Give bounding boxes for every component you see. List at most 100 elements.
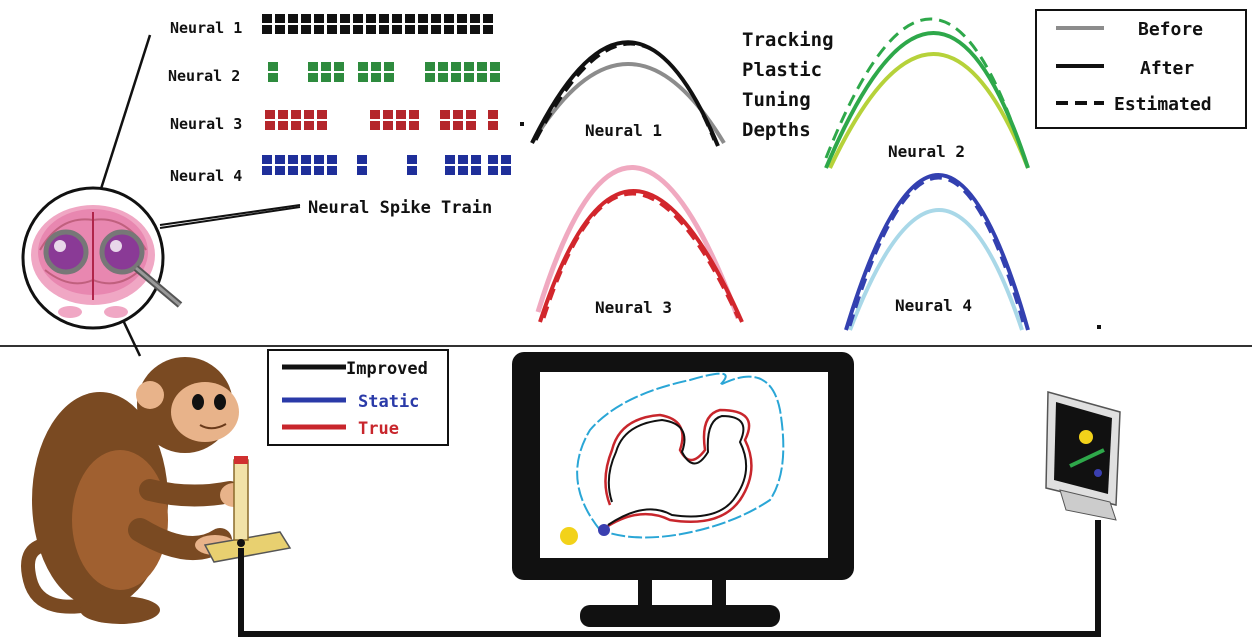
- cursor-dot: [598, 524, 610, 536]
- spike-block: [340, 25, 350, 34]
- spike-block: [366, 14, 376, 23]
- spike-block: [425, 73, 435, 82]
- spike-block: [431, 25, 441, 34]
- spike-block: [317, 121, 327, 130]
- spike-block: [371, 73, 381, 82]
- spike-block: [262, 166, 272, 175]
- spike-block: [278, 121, 288, 130]
- spike-block: [288, 14, 298, 23]
- spike-block: [392, 14, 402, 23]
- spike-block: [501, 166, 511, 175]
- spike-block: [379, 25, 389, 34]
- spike-block: [353, 14, 363, 23]
- spike-block: [327, 155, 337, 164]
- spike-block: [438, 73, 448, 82]
- spike-block: [268, 62, 278, 71]
- spike-block: [451, 73, 461, 82]
- spike-block: [444, 25, 454, 34]
- spike-block: [301, 155, 311, 164]
- spike-block: [440, 110, 450, 119]
- spike-block: [407, 166, 417, 175]
- title-line-4: Depths: [742, 119, 811, 141]
- spike-block: [483, 14, 493, 23]
- tuning-curve-neural-3: Neural 3: [535, 165, 744, 323]
- neural-1-curve-label: Neural 1: [585, 121, 662, 140]
- pointer-line: [159, 204, 301, 226]
- true-path: [604, 408, 753, 530]
- legend-improved-label: Improved: [346, 359, 428, 379]
- spike-block: [458, 166, 468, 175]
- spike-block: [314, 166, 324, 175]
- neural-2-curve-label: Neural 2: [888, 142, 965, 161]
- spike-block: [384, 73, 394, 82]
- spike-block: [409, 121, 419, 130]
- target-dot: [560, 527, 578, 545]
- spike-block: [488, 121, 498, 130]
- spike-block: [353, 25, 363, 34]
- tuning-curve-neural-4: Neural 4: [844, 173, 1030, 331]
- title-line-3: Tuning: [742, 89, 811, 111]
- spike-block: [488, 155, 498, 164]
- spike-block: [418, 14, 428, 23]
- spike-block: [357, 166, 367, 175]
- legend-true-label: True: [358, 419, 399, 439]
- spike-block: [458, 155, 468, 164]
- after-curve: [538, 189, 744, 323]
- tuning-title: Tracking Plastic Tuning Depths: [742, 29, 834, 141]
- spike-block: [471, 155, 481, 164]
- spike-block: [268, 73, 278, 82]
- spike-block: [265, 121, 275, 130]
- spike-block: [357, 155, 367, 164]
- monitor-icon: [512, 352, 854, 627]
- spike-block: [288, 155, 298, 164]
- spike-block: [262, 14, 272, 23]
- spike-block: [304, 121, 314, 130]
- trajectory-legend: Improved Static True: [267, 349, 449, 446]
- small-monitor-icon: [1045, 391, 1121, 521]
- spike-block: [275, 155, 285, 164]
- spike-train-panel: Neural 1 Neural 2 Neural 3 Neural 4 Neur…: [159, 14, 511, 226]
- neural-2-spike-label: Neural 2: [168, 67, 240, 85]
- neural-4-spike-train: [262, 155, 511, 175]
- spike-block: [379, 14, 389, 23]
- before-curve: [828, 52, 1030, 169]
- brain-magnifier-icon: [21, 34, 301, 357]
- spike-block: [321, 62, 331, 71]
- neural-3-spike-train: [265, 110, 498, 130]
- spike-block: [445, 155, 455, 164]
- spike-block: [457, 14, 467, 23]
- neural-3-spike-label: Neural 3: [170, 115, 242, 133]
- spike-block: [301, 14, 311, 23]
- estimated-curve: [824, 17, 1026, 159]
- spike-block: [396, 110, 406, 119]
- spike-block: [392, 25, 402, 34]
- spike-block: [291, 110, 301, 119]
- spike-block: [396, 121, 406, 130]
- joystick-icon: [203, 456, 292, 563]
- spike-block: [407, 155, 417, 164]
- spike-block: [451, 62, 461, 71]
- after-curve: [824, 31, 1030, 169]
- spike-block: [438, 62, 448, 71]
- spike-block: [488, 166, 498, 175]
- tuning-curve-neural-2: Neural 2: [824, 17, 1030, 169]
- connection-cable: [238, 520, 1101, 637]
- spike-block: [405, 25, 415, 34]
- static-path: [576, 372, 785, 539]
- spike-block: [327, 14, 337, 23]
- spike-block: [470, 25, 480, 34]
- spike-block: [370, 121, 380, 130]
- before-curve: [535, 165, 741, 319]
- spike-block: [358, 73, 368, 82]
- spike-block: [334, 73, 344, 82]
- spike-block: [383, 121, 393, 130]
- spike-block: [384, 62, 394, 71]
- spike-block: [340, 14, 350, 23]
- spike-block: [314, 155, 324, 164]
- estimated-curve: [542, 192, 740, 319]
- neural-2-spike-train: [268, 62, 500, 82]
- neural-1-spike-train: [262, 14, 493, 34]
- estimated-curve: [848, 176, 1026, 327]
- spike-block: [466, 121, 476, 130]
